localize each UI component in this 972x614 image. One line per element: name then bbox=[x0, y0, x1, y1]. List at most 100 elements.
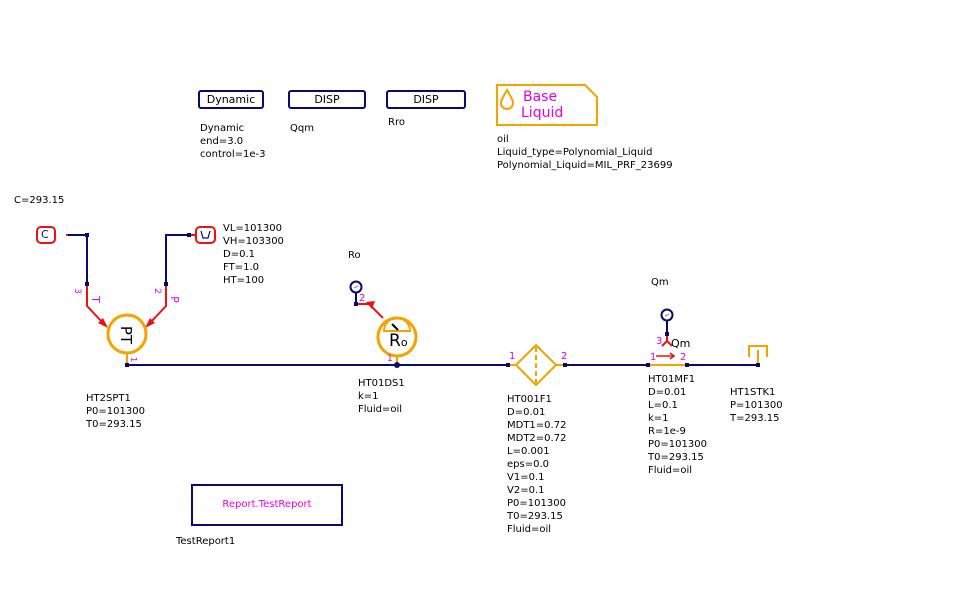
pt-p-arrow bbox=[145, 318, 155, 328]
const-wire[interactable] bbox=[68, 234, 88, 284]
ro-title: Ro bbox=[348, 250, 361, 261]
density-sensor-icon: Ro bbox=[389, 331, 408, 351]
caption-line: P0=101300 bbox=[86, 406, 145, 417]
pt-t-arrow bbox=[98, 318, 108, 328]
filter-port1-node bbox=[506, 363, 510, 367]
pt-p-label: P bbox=[167, 296, 181, 303]
pt-port1-node bbox=[125, 363, 129, 367]
ramp-caption: VL=101300 VH=103300 D=0.1 FT=1.0 HT=100 bbox=[223, 222, 284, 287]
caption-line: HT2SPT1 bbox=[86, 393, 131, 404]
mass-flow-sensor-icon: Qm bbox=[671, 337, 691, 350]
caption-line: T=293.15 bbox=[730, 413, 780, 424]
tank-port-node bbox=[756, 363, 760, 367]
ro-port2-node bbox=[354, 302, 358, 306]
caption-line: VL=101300 bbox=[223, 223, 282, 234]
caption-line: k=1 bbox=[648, 413, 669, 424]
ramp-source-box[interactable] bbox=[195, 226, 216, 244]
caption-line: k=1 bbox=[358, 391, 379, 402]
caption-line: L=0.001 bbox=[507, 446, 550, 457]
base-liquid-title: Base Liquid bbox=[521, 89, 563, 121]
disp-qqm-block[interactable]: DISP bbox=[288, 90, 366, 109]
filter-caption: HT001F1 D=0.01 MDT1=0.72 MDT2=0.72 L=0.0… bbox=[507, 393, 566, 536]
caption-line: P0=101300 bbox=[648, 439, 707, 450]
caption-line: Dynamic bbox=[200, 123, 245, 134]
caption-line: D=0.1 bbox=[223, 249, 255, 260]
caption-line: T0=293.15 bbox=[648, 452, 704, 463]
caption-line: HT001F1 bbox=[507, 394, 552, 405]
report-caption: TestReport1 bbox=[176, 536, 236, 547]
qm-port2-label: 2 bbox=[680, 352, 687, 363]
caption-line: oil bbox=[497, 134, 509, 145]
base-liquid-title-line2: Liquid bbox=[521, 105, 564, 121]
base-liquid-title-line1: Base bbox=[523, 89, 558, 105]
qm-title: Qm bbox=[651, 277, 669, 288]
caption-line: R=1e-9 bbox=[648, 426, 686, 437]
qqm-caption: Qqm bbox=[290, 122, 314, 135]
caption-line: D=0.01 bbox=[648, 387, 687, 398]
filter-port2-label: 2 bbox=[561, 351, 568, 362]
rro-caption: Rro bbox=[388, 116, 405, 129]
caption-line: MDT1=0.72 bbox=[507, 420, 567, 431]
filter-port1-label: 1 bbox=[509, 351, 516, 362]
caption-line: MDT2=0.72 bbox=[507, 433, 567, 444]
ramp-node bbox=[187, 233, 191, 237]
ro-glyph-sub: o bbox=[400, 336, 408, 349]
caption-line: FT=1.0 bbox=[223, 262, 259, 273]
droplet-icon bbox=[499, 87, 515, 110]
caption-line: Fluid=oil bbox=[648, 465, 693, 476]
disp-qqm-label: DISP bbox=[314, 93, 340, 106]
pt-port1-label: 1 bbox=[129, 356, 139, 363]
caption-line: V1=0.1 bbox=[507, 472, 545, 483]
pt-port3-label: 3 bbox=[71, 288, 82, 294]
pt-t-signal bbox=[86, 286, 105, 325]
ro-glyph: R bbox=[389, 331, 401, 351]
dynamic-block-label: Dynamic bbox=[206, 93, 256, 106]
caption-line: HT=100 bbox=[223, 275, 265, 286]
base-liquid-box[interactable] bbox=[496, 84, 598, 126]
constant-source-box[interactable] bbox=[36, 226, 56, 244]
pt-t-label: T bbox=[88, 296, 102, 303]
caption-line: end=3.0 bbox=[200, 136, 244, 147]
caption-line: HT01DS1 bbox=[358, 378, 405, 389]
constant-icon: C bbox=[41, 228, 49, 241]
qm-port3-label: 3 bbox=[656, 336, 663, 347]
qm-port3-node bbox=[665, 332, 669, 336]
report-label: Report.TestReport bbox=[222, 499, 312, 510]
disp-rro-block[interactable]: DISP bbox=[386, 90, 466, 109]
caption-line: Liquid_type=Polynomial_Liquid bbox=[497, 147, 653, 158]
tank-body[interactable] bbox=[748, 345, 768, 357]
disp-rro-label: DISP bbox=[413, 93, 439, 106]
pt-port3-node bbox=[85, 282, 89, 286]
caption-line: P0=101300 bbox=[507, 498, 566, 509]
ro-port2-label: 2 bbox=[359, 293, 366, 304]
caption-line: Polynomial_Liquid=MIL_PRF_23699 bbox=[497, 160, 673, 171]
qm-port1-label: 1 bbox=[650, 352, 657, 363]
pt-port2-label: 2 bbox=[151, 288, 162, 294]
ramp-icon bbox=[200, 230, 211, 239]
qm-port1-node bbox=[646, 363, 650, 367]
caption-line: T0=293.15 bbox=[507, 511, 563, 522]
pt-caption: HT2SPT1 P0=101300 T0=293.15 bbox=[86, 392, 145, 431]
dynamic-caption: Dynamic end=3.0 control=1e-3 bbox=[200, 122, 266, 161]
pt-p-signal bbox=[148, 286, 167, 325]
caption-line: V2=0.1 bbox=[507, 485, 545, 496]
filter-port2-node bbox=[563, 363, 567, 367]
ramp-wire[interactable] bbox=[165, 234, 191, 284]
caption-line: Fluid=oil bbox=[507, 524, 552, 535]
caption-line: control=1e-3 bbox=[200, 149, 266, 160]
dynamic-block[interactable]: Dynamic bbox=[198, 90, 264, 109]
ro-caption: HT01DS1 k=1 Fluid=oil bbox=[358, 377, 405, 416]
caption-line: T0=293.15 bbox=[86, 419, 142, 430]
constant-caption: C=293.15 bbox=[14, 195, 65, 206]
ro-port1-node bbox=[394, 362, 400, 368]
caption-line: Fluid=oil bbox=[358, 404, 403, 415]
ro-port1-label: 1 bbox=[387, 354, 393, 364]
caption-line: Rro bbox=[388, 117, 405, 128]
qm-port2-node bbox=[685, 363, 689, 367]
tank-caption: HT1STK1 P=101300 T=293.15 bbox=[730, 386, 783, 425]
caption-line: eps=0.0 bbox=[507, 459, 549, 470]
caption-line: VH=103300 bbox=[223, 236, 284, 247]
report-box[interactable] bbox=[191, 484, 343, 526]
caption-line: HT01MF1 bbox=[648, 374, 696, 385]
